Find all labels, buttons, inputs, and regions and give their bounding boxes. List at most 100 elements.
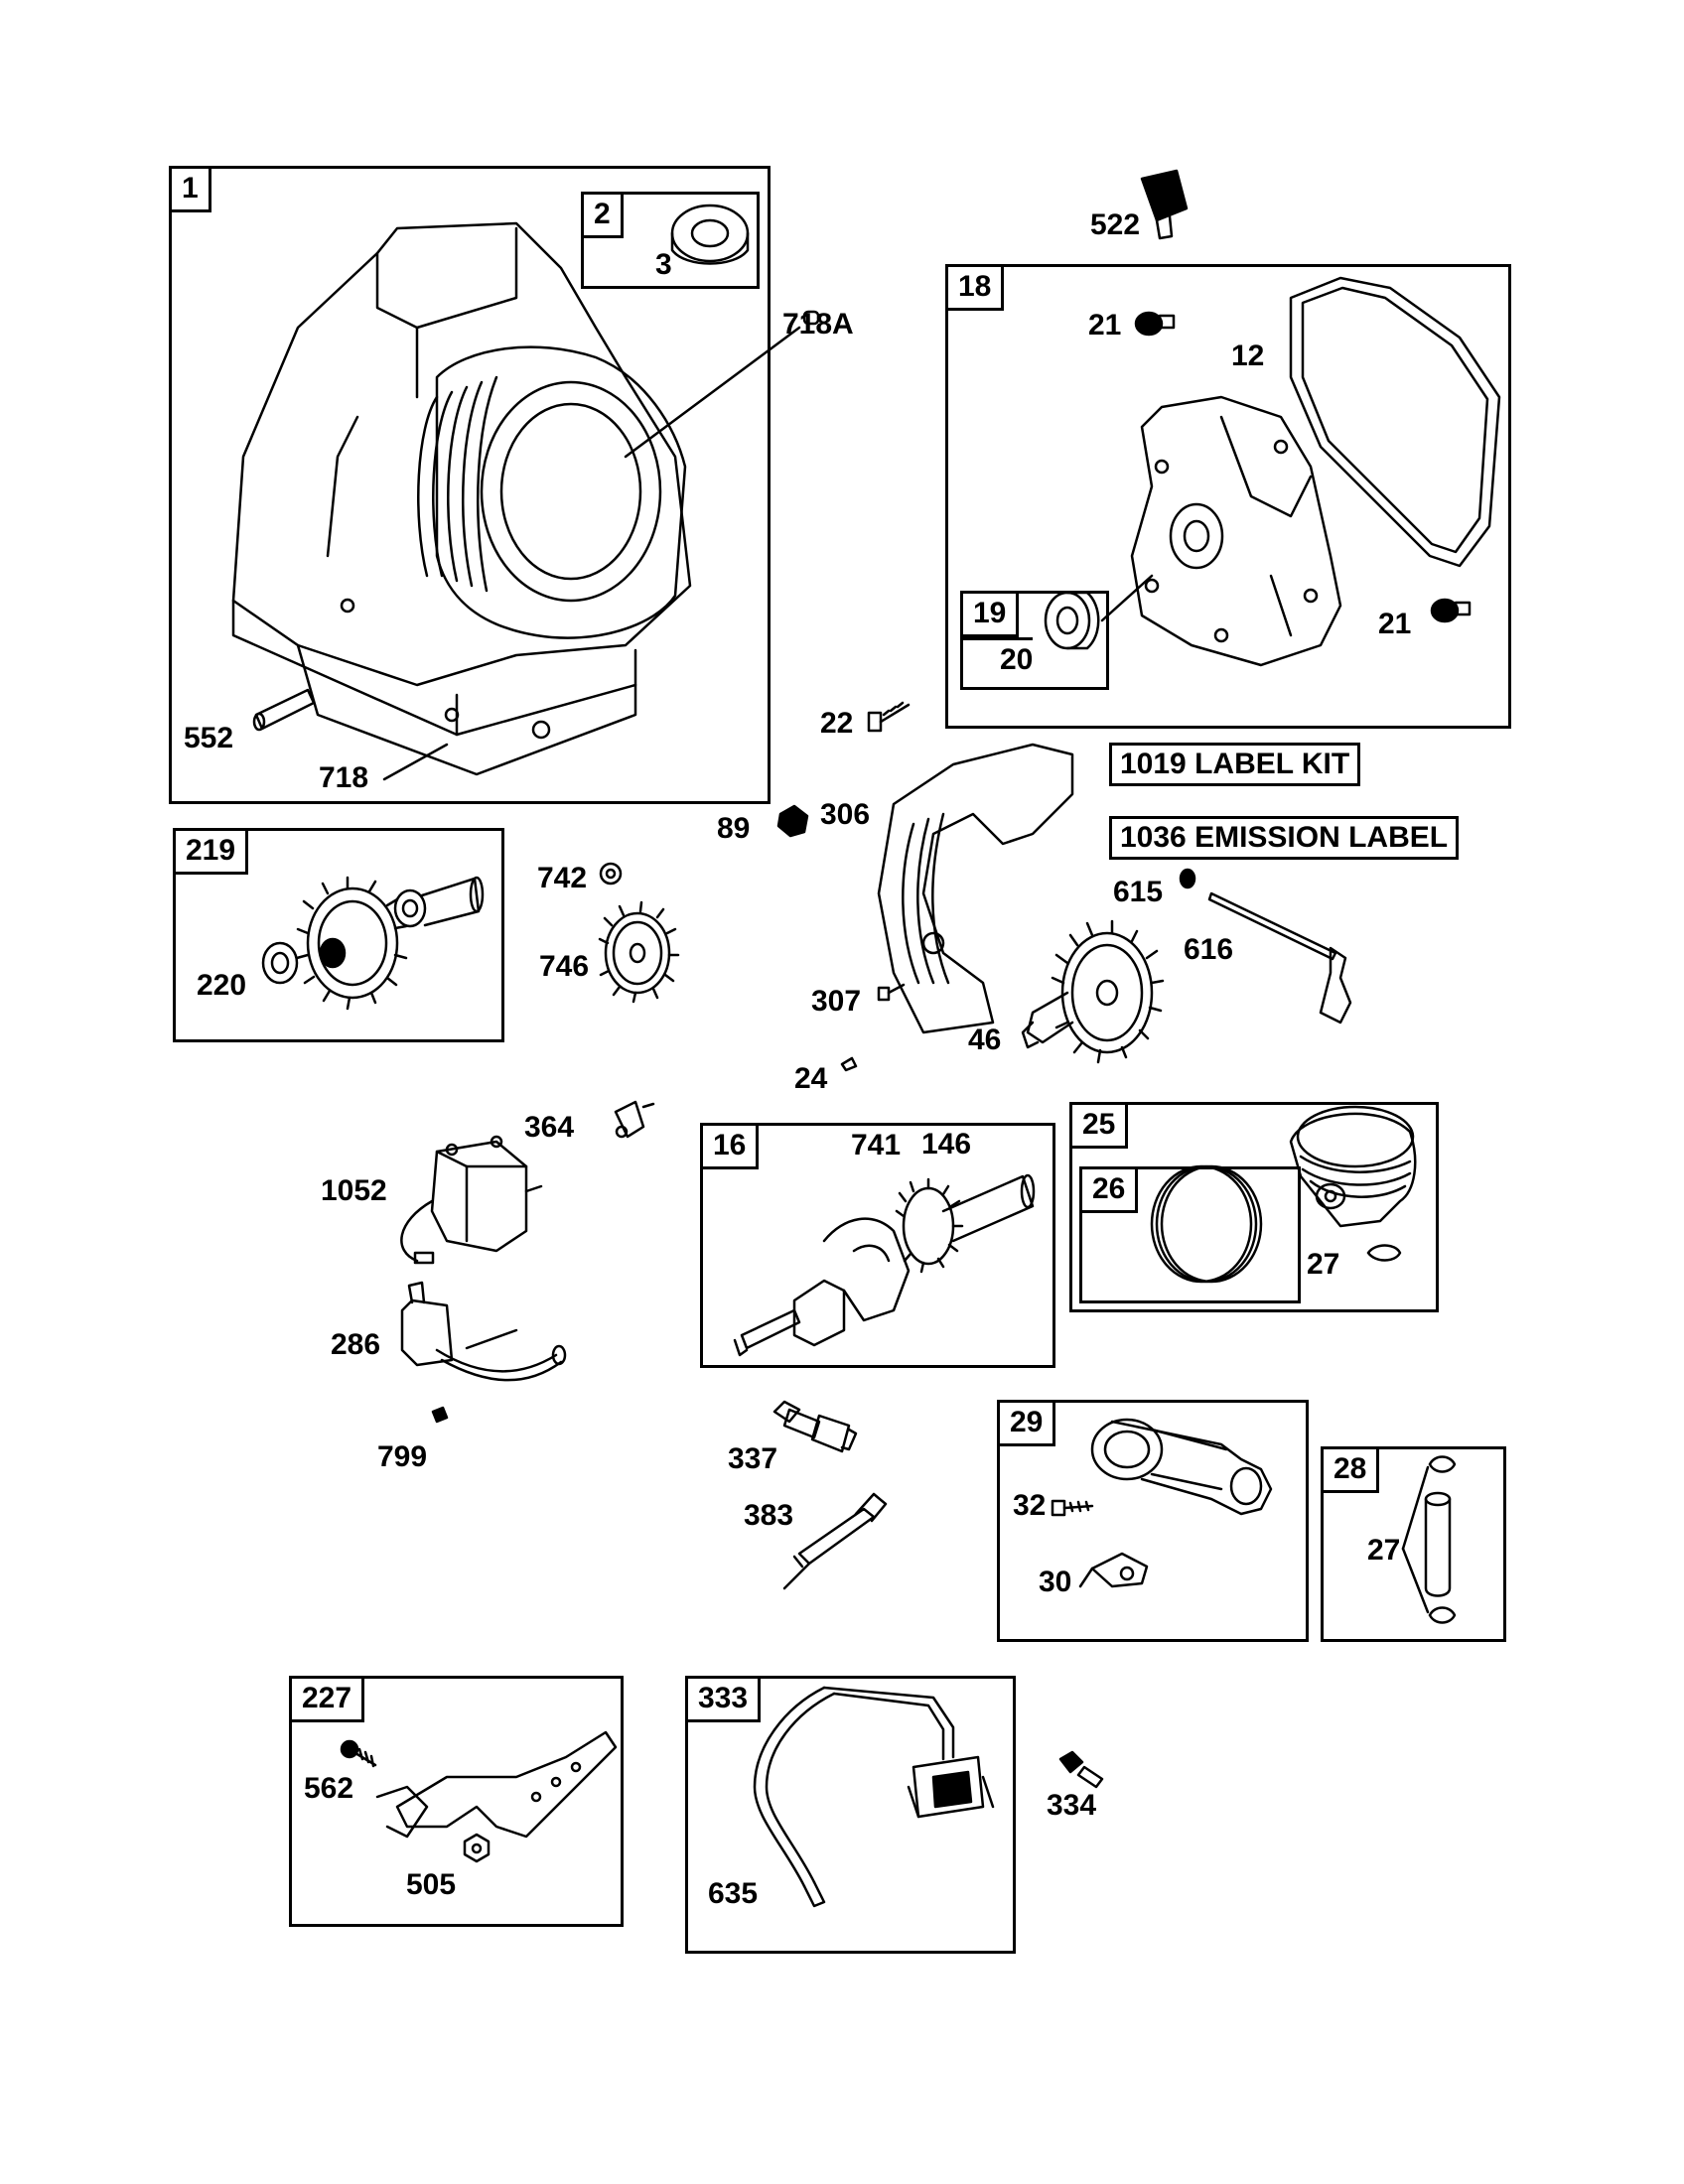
callout-505: 505 [406, 1868, 457, 1901]
callout-718a: 718A [782, 308, 854, 341]
callout-27-pin: 27 [1367, 1534, 1401, 1567]
gear-746-drawing [598, 900, 680, 1004]
switch-364-drawing [614, 1100, 655, 1139]
callout-27-rings: 27 [1307, 1248, 1340, 1281]
callout-306: 306 [820, 798, 871, 831]
piston-pin-drawing [1401, 1455, 1457, 1624]
callout-12: 12 [1231, 340, 1265, 372]
callout-741: 741 [851, 1129, 902, 1161]
callout-89: 89 [717, 812, 751, 845]
screw-562-drawing [340, 1739, 377, 1768]
leader-718 [382, 743, 449, 781]
callout-337: 337 [728, 1442, 778, 1475]
crankshaft-drawing [733, 1173, 1036, 1357]
key-522-drawing [1140, 169, 1189, 240]
box-16-tag: 16 [703, 1126, 760, 1169]
spark-plug-drawing [772, 1400, 858, 1453]
nut-89-drawing [776, 804, 809, 838]
pin-552-drawing [252, 688, 316, 732]
cover-fittings-drawing [1134, 311, 1472, 623]
box-333-tag: 333 [688, 1679, 762, 1722]
box-16: 16 [700, 1123, 1055, 1368]
box-227: 227 [289, 1676, 624, 1927]
module-286-drawing [400, 1281, 567, 1382]
box-25: 25 [1069, 1102, 1439, 1312]
callout-20: 20 [1000, 643, 1034, 676]
box-18-tag: 18 [948, 267, 1005, 311]
nut-505-drawing [463, 1833, 491, 1863]
box-29: 29 [997, 1400, 1309, 1642]
callout-21-bottom: 21 [1378, 608, 1412, 640]
box-26-tag: 26 [1082, 1169, 1139, 1213]
screw-307-drawing [877, 983, 906, 1002]
callout-746: 746 [539, 950, 590, 983]
crankcase-cover-drawing [1130, 395, 1342, 667]
box-19-tag: 19 [963, 594, 1020, 637]
callout-522: 522 [1090, 208, 1141, 241]
screw-334-drawing [1058, 1750, 1104, 1789]
part-383-drawing [782, 1492, 888, 1590]
box-18: 18 [945, 264, 1511, 729]
callout-742: 742 [537, 862, 588, 894]
washer-615-drawing [1179, 868, 1196, 889]
emission-label-1036: 1036 EMISSION LABEL [1109, 816, 1460, 860]
callout-383: 383 [744, 1499, 794, 1532]
box-19: 19 [960, 591, 1109, 690]
callout-220: 220 [197, 969, 247, 1002]
callout-22: 22 [820, 707, 854, 740]
box-219: 219 [173, 828, 504, 1042]
piston-drawing [1289, 1105, 1417, 1228]
box-28: 28 [1321, 1446, 1506, 1642]
governor-gear-drawing [261, 876, 485, 1011]
box-1: 1 [169, 166, 771, 804]
callout-562: 562 [304, 1772, 354, 1805]
callout-616: 616 [1184, 933, 1234, 966]
callout-32: 32 [1013, 1489, 1047, 1522]
shaft-616-drawing [1207, 891, 1352, 1024]
screw-22-drawing [867, 701, 911, 733]
callout-334: 334 [1047, 1789, 1097, 1822]
clip-27a-drawing [1366, 1244, 1402, 1262]
seal-drawing [670, 204, 750, 265]
callout-21-top: 21 [1088, 309, 1122, 341]
callout-1052: 1052 [321, 1174, 387, 1207]
solenoid-1052-drawing [400, 1135, 543, 1265]
callout-635: 635 [708, 1877, 759, 1910]
callout-24: 24 [794, 1062, 828, 1095]
callout-364: 364 [524, 1111, 575, 1144]
box-219-tag: 219 [176, 831, 249, 875]
callout-615: 615 [1113, 876, 1164, 908]
callout-46: 46 [968, 1024, 1002, 1056]
box-2: 2 [581, 192, 760, 289]
callout-3: 3 [655, 248, 672, 281]
engine-block-drawing [231, 221, 692, 776]
box-29-tag: 29 [1000, 1403, 1056, 1446]
armature-drawing [753, 1686, 995, 1908]
clip-742-drawing [599, 862, 623, 886]
connecting-rod-drawing [1090, 1418, 1273, 1516]
callout-30: 30 [1039, 1566, 1072, 1598]
box-1-tag: 1 [172, 169, 211, 212]
box-2-tag: 2 [584, 195, 624, 238]
callout-307: 307 [811, 985, 862, 1018]
gasket-drawing [1289, 276, 1501, 568]
dipper-30-drawing [1078, 1552, 1149, 1588]
governor-lever-drawing [375, 1730, 618, 1839]
callout-552: 552 [184, 722, 234, 754]
box-26: 26 [1079, 1166, 1301, 1303]
callout-799: 799 [377, 1440, 428, 1473]
baffle-306-drawing [877, 743, 1074, 1034]
box-28-tag: 28 [1324, 1449, 1380, 1493]
callout-718: 718 [319, 761, 369, 794]
callout-146: 146 [921, 1128, 972, 1160]
callout-286: 286 [331, 1328, 381, 1361]
screw-799-drawing [431, 1406, 449, 1424]
key-24-drawing [840, 1056, 858, 1072]
box-25-tag: 25 [1072, 1105, 1129, 1149]
screw-32-drawing [1051, 1499, 1094, 1517]
box-227-tag: 227 [292, 1679, 365, 1722]
label-kit-1019: 1019 LABEL KIT [1109, 743, 1361, 786]
camshaft-46-drawing [1021, 919, 1165, 1064]
